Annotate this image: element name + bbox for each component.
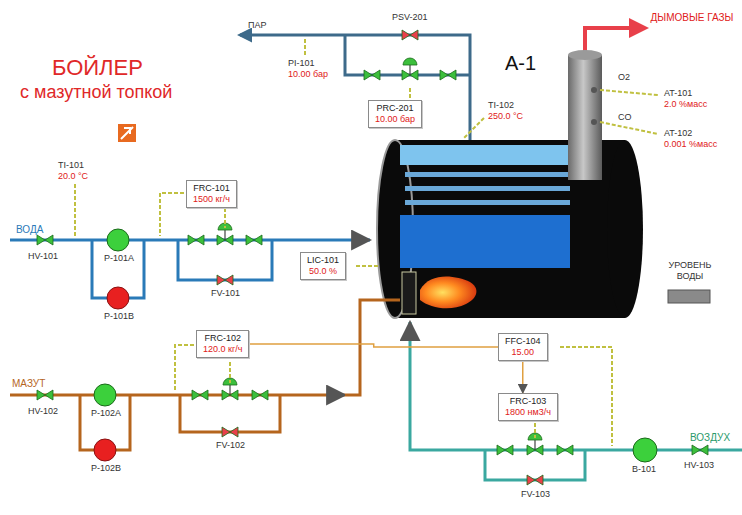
tag-label: МАЗУТ (12, 378, 45, 390)
tag-label: AT-102 (664, 128, 692, 139)
instrument-tag: LIC-101 (307, 255, 339, 266)
tag-label: 10.00 бар (288, 69, 328, 80)
tag-label: ВОДА (16, 224, 43, 236)
controller-box: FFC-10415.00 (498, 333, 548, 361)
hand-valve (364, 70, 380, 80)
hand-valve (37, 235, 53, 245)
tag-label: O2 (618, 72, 630, 83)
subtitle: с мазутной топкой (20, 82, 172, 102)
instrument-value: 1800 нм3/ч (505, 407, 551, 418)
hand-valve (192, 390, 208, 400)
instrument-tag: FRC-101 (193, 183, 230, 194)
instrument-value: 15.00 (505, 347, 541, 358)
air-line (410, 322, 742, 480)
tag-label: PSV-201 (392, 12, 428, 23)
controller-box: PRC-20110.00 бар (368, 100, 422, 128)
instrument-tag: FRC-103 (505, 396, 551, 407)
tag-label: TI-102 (488, 100, 514, 111)
tag-label: B-101 (632, 464, 656, 475)
hand-valve (37, 390, 53, 400)
fuel-line (10, 300, 400, 450)
bypass-valve (527, 475, 543, 485)
tag-label: ДЫМОВЫЕ ГАЗЫ (648, 12, 736, 24)
tag-label: УРОВЕНЬ ВОДЫ (655, 260, 725, 282)
alarm-icon (118, 124, 136, 142)
instrument-value: 120.0 кг/ч (203, 344, 242, 355)
controller-box: FRC-1031800 нм3/ч (498, 393, 558, 421)
bypass-valve (222, 427, 238, 437)
instrument-tag: FFC-104 (505, 336, 541, 347)
tag-label: ПАР (248, 20, 266, 31)
signal-connector (522, 361, 524, 393)
tag-label: 2.0 %масс (664, 99, 707, 110)
safety-valve (402, 30, 418, 40)
instrument-value: 50.0 % (307, 266, 339, 277)
controller-box: FRC-102120.0 кг/ч (196, 330, 249, 358)
hand-valve (246, 235, 262, 245)
tag-label: P-101A (104, 253, 134, 264)
tag-label: PI-101 (288, 58, 315, 69)
blower (633, 438, 657, 462)
controller-box: FRC-1011500 кг/ч (186, 180, 237, 208)
tag-label: 0.001 %масс (664, 139, 717, 150)
tag-label: FV-102 (216, 440, 245, 451)
tag-label: CO (618, 112, 632, 123)
instrument-value: 10.00 бар (375, 114, 415, 125)
diagram-title: БОЙЛЕР (52, 56, 143, 80)
boiler-vessel (377, 140, 643, 318)
signal-connector (249, 344, 498, 347)
tag-label: ВОЗДУХ (690, 432, 730, 444)
tag-label: P-102B (91, 463, 121, 474)
hand-valve (440, 70, 456, 80)
hand-valve (188, 235, 204, 245)
control-valve (402, 58, 418, 80)
instrument-tag: PRC-201 (375, 103, 415, 114)
tag-label: FV-103 (521, 489, 550, 500)
water-line (10, 240, 370, 298)
tag-label: AT-101 (664, 88, 692, 99)
hand-valve (557, 445, 573, 455)
tag-label: HV-101 (28, 251, 58, 262)
pump (94, 384, 116, 406)
tag-label: FV-101 (211, 288, 240, 299)
bypass-valve (217, 275, 233, 285)
tag-label: P-102A (91, 408, 121, 419)
hand-valve (252, 390, 268, 400)
steam-line (240, 35, 470, 140)
controller-box: LIC-10150.0 % (300, 252, 346, 280)
tag-label: TI-101 (58, 160, 84, 171)
pump (107, 229, 129, 251)
instrument-tag: FRC-102 (203, 333, 242, 344)
tag-label: 250.0 °C (488, 111, 523, 122)
level-gauge (668, 290, 710, 303)
pump (94, 439, 116, 461)
hand-valve (692, 445, 708, 455)
tag-label: А-1 (505, 52, 536, 74)
tag-label: HV-102 (28, 406, 58, 417)
pump (107, 287, 129, 309)
instrument-value: 1500 кг/ч (193, 194, 230, 205)
tag-label: P-101B (104, 311, 134, 322)
tag-label: HV-103 (684, 460, 714, 471)
tag-label: 20.0 °C (58, 171, 88, 182)
hand-valve (497, 445, 513, 455)
flue-stack (568, 50, 602, 180)
